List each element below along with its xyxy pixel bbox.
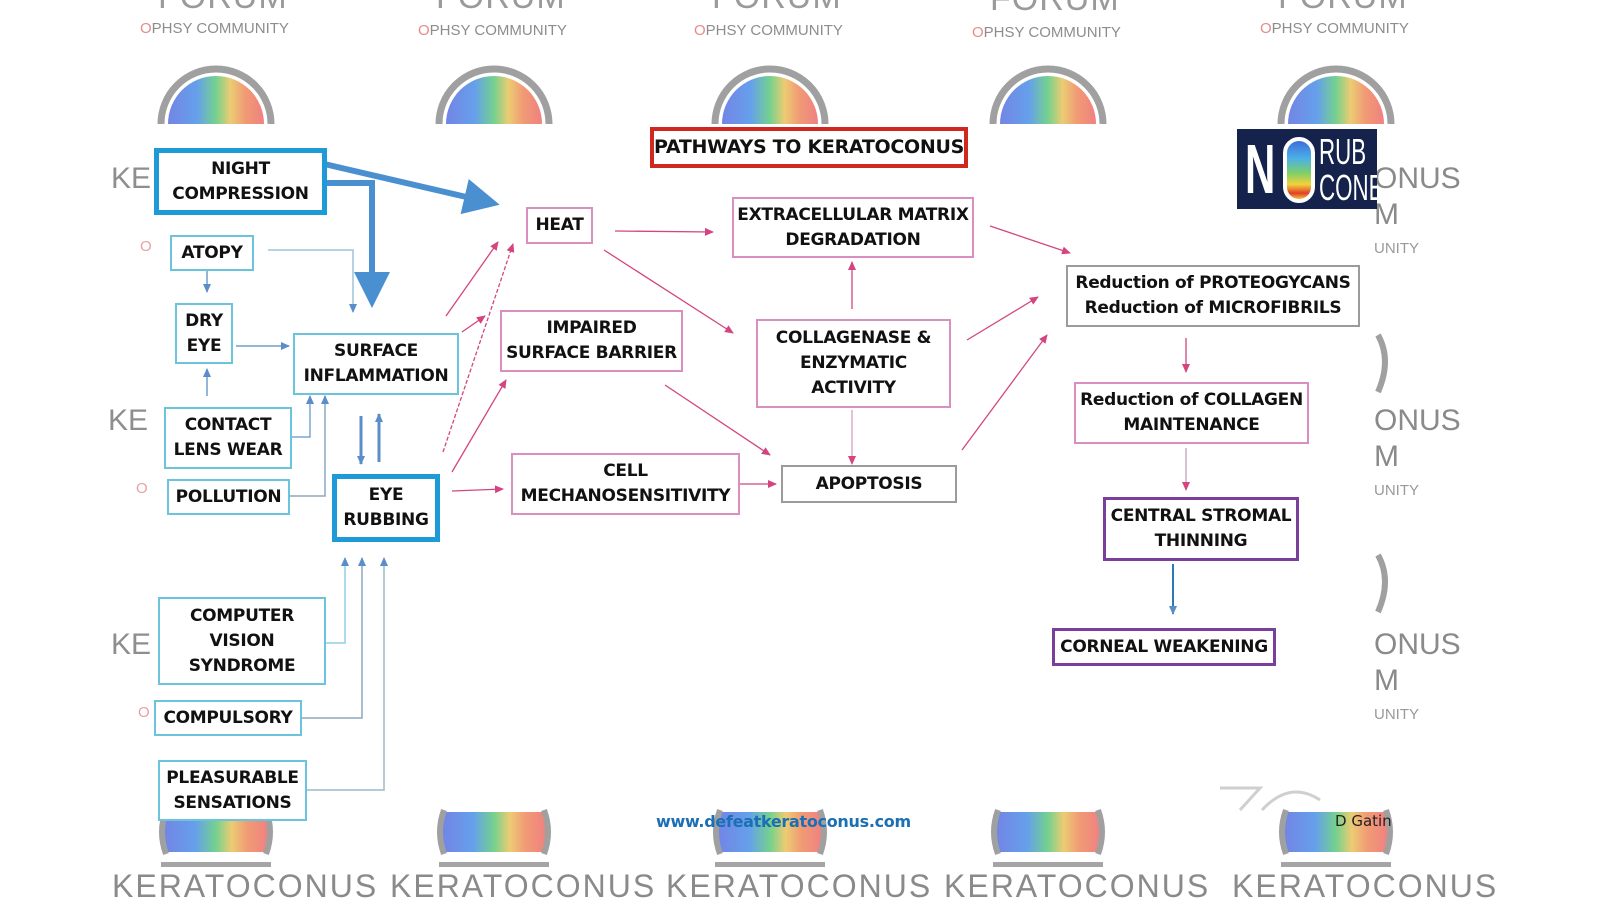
globe-logo-icon bbox=[1375, 333, 1388, 394]
author-credit: D Gatin bbox=[1335, 812, 1392, 830]
cornea-heatmap-icon bbox=[1283, 137, 1315, 203]
watermark-community-text: OPHSY COMMUNITY bbox=[1260, 20, 1409, 37]
faint-logo-icon bbox=[1220, 786, 1321, 812]
watermark-m-text: M bbox=[1374, 198, 1399, 231]
watermark-community-text: OPHSY COMMUNITY bbox=[140, 20, 289, 37]
node-collagenase-enzymatic-activity[interactable]: COLLAGENASE & ENZYMATIC ACTIVITY bbox=[756, 319, 951, 408]
watermark-forum-text: FORUM bbox=[990, 0, 1120, 19]
node-reduction-proteoglycans-microfibrils[interactable]: Reduction of PROTEOGYCANS Reduction of M… bbox=[1066, 265, 1360, 327]
node-extracellular-matrix-degradation[interactable]: EXTRACELLULAR MATRIX DEGRADATION bbox=[732, 197, 974, 258]
node-impaired-surface-barrier[interactable]: IMPAIRED SURFACE BARRIER bbox=[500, 310, 683, 372]
watermark-o-text: O bbox=[138, 704, 150, 721]
node-reduction-collagen-maintenance[interactable]: Reduction of COLLAGEN MAINTENANCE bbox=[1074, 382, 1309, 444]
watermark-keratoconus-text: KERATOCONUS bbox=[1232, 868, 1499, 904]
watermark-ke-text: KE bbox=[111, 162, 152, 195]
node-atopy[interactable]: ATOPY bbox=[170, 235, 254, 271]
watermark-keratoconus-text: KERATOCONUS bbox=[112, 868, 379, 904]
watermark-forum-text: FORUM bbox=[1278, 0, 1408, 17]
watermark-keratoconus-text: KERATOCONUS bbox=[666, 868, 933, 904]
watermark-community-text: OPHSY COMMUNITY bbox=[972, 24, 1121, 41]
globe-logo-icon bbox=[1375, 553, 1388, 614]
node-cell-mechanosensitivity[interactable]: CELL MECHANOSENSITIVITY bbox=[511, 453, 740, 515]
website-link[interactable]: www.defeatkeratoconus.com bbox=[656, 812, 911, 831]
watermark-m-text: M bbox=[1374, 664, 1399, 697]
node-night-compression[interactable]: NIGHT COMPRESSION bbox=[154, 148, 327, 215]
watermark-community-text: OPHSY COMMUNITY bbox=[418, 22, 567, 39]
node-pleasurable-sensations[interactable]: PLEASURABLE SENSATIONS bbox=[158, 760, 307, 821]
diagram-title: PATHWAYS TO KERATOCONUS bbox=[650, 127, 968, 168]
watermark-unity-text: UNITY bbox=[1374, 706, 1419, 723]
node-dry-eye[interactable]: DRY EYE bbox=[175, 303, 233, 364]
node-heat[interactable]: HEAT bbox=[526, 207, 593, 244]
watermark-forum-text: FORUM bbox=[436, 0, 566, 17]
watermark-community-text: OPHSY COMMUNITY bbox=[694, 22, 843, 39]
node-surface-inflammation[interactable]: SURFACE INFLAMMATION bbox=[293, 333, 459, 395]
no-rub-cone-logo-n: N bbox=[1245, 130, 1276, 208]
no-rub-cone-logo-cone: CONE bbox=[1319, 167, 1377, 208]
watermark-ke-text: KE bbox=[111, 628, 152, 661]
node-pollution[interactable]: POLLUTION bbox=[167, 479, 290, 515]
node-central-stromal-thinning[interactable]: CENTRAL STROMAL THINNING bbox=[1103, 497, 1299, 561]
watermark-onus-text: ONUS bbox=[1374, 162, 1461, 195]
node-corneal-weakening[interactable]: CORNEAL WEAKENING bbox=[1052, 628, 1276, 666]
node-eye-rubbing[interactable]: EYE RUBBING bbox=[332, 474, 440, 542]
watermark-forum-text: FORUM bbox=[712, 0, 842, 17]
watermark-ke-text: KE bbox=[108, 404, 149, 437]
no-rub-cone-logo-rub: RUB bbox=[1319, 131, 1367, 172]
watermark-o-text: O bbox=[140, 238, 152, 255]
watermark-forum-text: FORUM bbox=[158, 0, 288, 17]
node-compulsory[interactable]: COMPULSORY bbox=[154, 700, 302, 736]
watermark-onus-text: ONUS bbox=[1374, 628, 1461, 661]
node-contact-lens-wear[interactable]: CONTACT LENS WEAR bbox=[164, 407, 292, 469]
watermark-m-text: M bbox=[1374, 440, 1399, 473]
node-computer-vision-syndrome[interactable]: COMPUTER VISION SYNDROME bbox=[158, 597, 326, 685]
watermark-unity-text: UNITY bbox=[1374, 482, 1419, 499]
watermark-keratoconus-text: KERATOCONUS bbox=[944, 868, 1211, 904]
watermark-onus-text: ONUS bbox=[1374, 404, 1461, 437]
watermark-o-text: O bbox=[136, 480, 148, 497]
no-rub-cone-logo: N RUB CONE bbox=[1237, 129, 1377, 209]
watermark-keratoconus-text: KERATOCONUS bbox=[390, 868, 657, 904]
node-apoptosis[interactable]: APOPTOSIS bbox=[781, 465, 957, 503]
watermark-unity-text: UNITY bbox=[1374, 240, 1419, 257]
